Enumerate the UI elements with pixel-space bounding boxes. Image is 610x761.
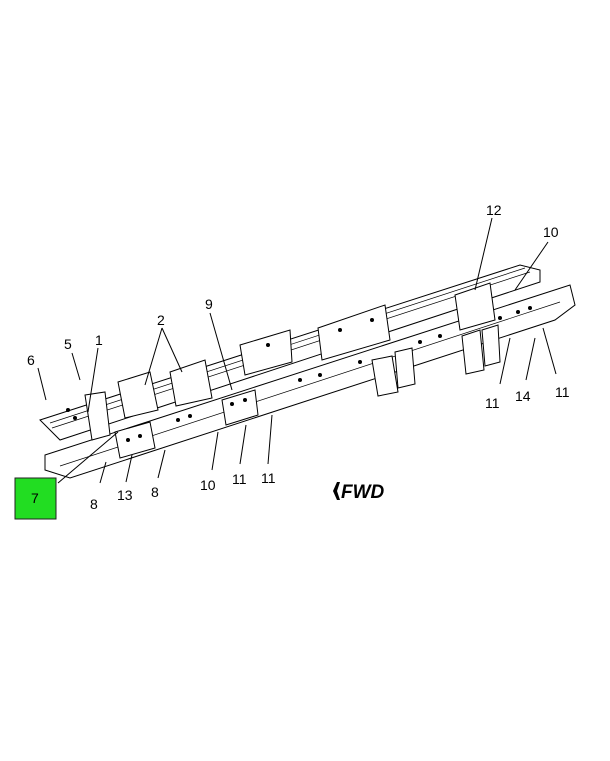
callout-5: 5: [64, 336, 72, 352]
fwd-arrow-icon: [333, 482, 340, 500]
callout-2: 2: [157, 312, 165, 328]
callout-11-c: 11: [485, 395, 500, 411]
callout-13: 13: [117, 487, 133, 503]
fwd-label: FWD: [341, 482, 385, 503]
callout-7: 7: [31, 490, 39, 506]
callout-6: 6: [27, 352, 35, 368]
leader-lines: [37, 217, 557, 484]
frame-rails: [39, 264, 576, 479]
callout-8-right: 8: [151, 484, 159, 500]
callout-10-bottom: 10: [200, 477, 216, 493]
fwd-indicator: FWD: [333, 482, 385, 503]
callout-12: 12: [486, 202, 502, 218]
callout-1: 1: [95, 332, 103, 348]
callout-10-top: 10: [543, 224, 559, 240]
callout-14: 14: [515, 388, 531, 404]
callouts: 6 5 1 2 9 12 10 8 13 8 10 11 11 11 14 11: [27, 202, 570, 512]
callout-11-a: 11: [232, 471, 247, 487]
callout-11-d: 11: [555, 384, 570, 400]
bolt-heads: [66, 306, 532, 442]
callout-8-left: 8: [90, 496, 98, 512]
callout-11-b: 11: [261, 470, 276, 486]
highlighted-callout-7[interactable]: 7: [14, 477, 57, 520]
callout-9: 9: [205, 296, 213, 312]
